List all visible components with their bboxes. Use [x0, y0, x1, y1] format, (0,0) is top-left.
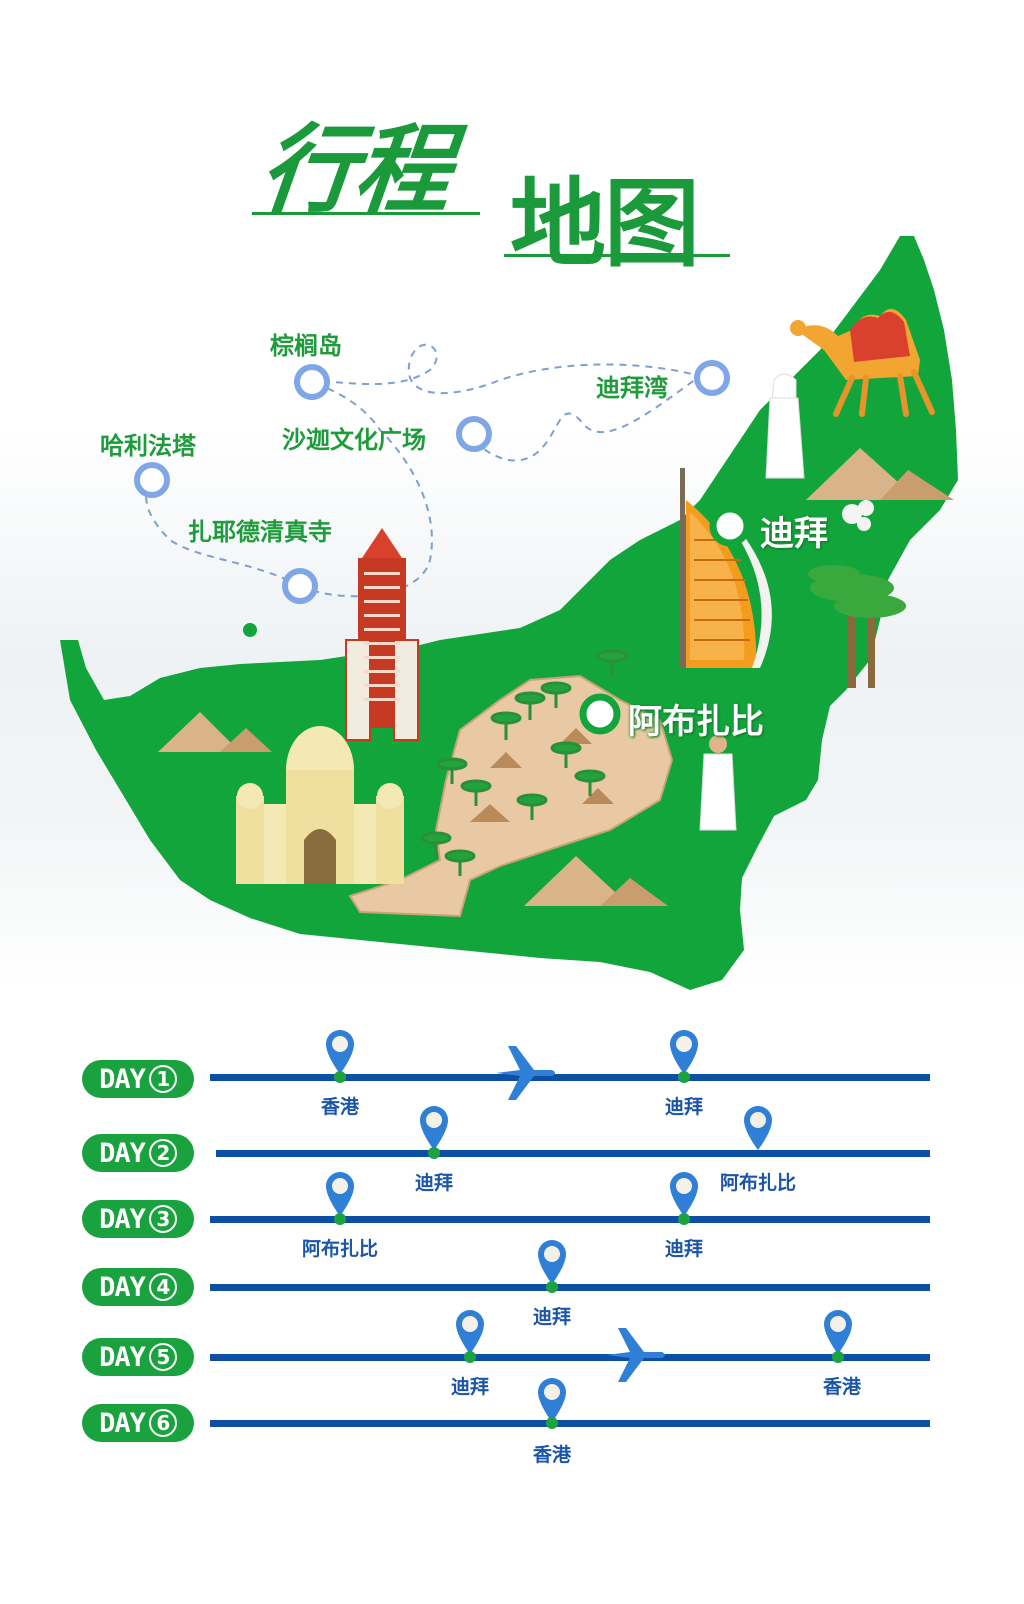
day-badge-4: DAY 4 [82, 1268, 194, 1306]
clouds-dubai [842, 500, 874, 531]
route-line-day-1 [210, 1074, 930, 1081]
title-underline-2 [504, 254, 730, 257]
location-pin-icon [326, 1172, 354, 1216]
burj-al-arab-illustration [680, 468, 772, 668]
day-badge-2: DAY 2 [82, 1134, 194, 1172]
stop-label: 迪拜 [664, 1096, 704, 1118]
route-line-day-2 [216, 1150, 930, 1157]
attraction-label-palm: 棕榈岛 [270, 332, 342, 360]
skyscraper-illustration [345, 528, 419, 741]
day-number: 6 [148, 1409, 177, 1437]
city-label-dubai: 迪拜 [760, 514, 828, 554]
attraction-marker-mosque [282, 568, 318, 604]
tour-route-dashed [145, 343, 701, 598]
attraction-label-burj: 哈利法塔 [100, 432, 196, 460]
stop-dot [546, 1281, 558, 1293]
day-label: DAY [99, 1271, 146, 1303]
man-figure-north [765, 373, 805, 479]
desert-region [348, 674, 674, 918]
stop-label: 阿布扎比 [301, 1238, 379, 1260]
day-label: DAY [99, 1137, 146, 1169]
dunes-north [806, 448, 954, 500]
camel-illustration [790, 308, 935, 417]
route-line-day-3 [210, 1216, 930, 1223]
day-badge-3: DAY 3 [82, 1200, 194, 1238]
stop-label: 阿布扎比 [719, 1172, 797, 1194]
stop-label: 香港 [320, 1096, 360, 1118]
title-underline-1 [252, 212, 480, 215]
day-label: DAY [99, 1341, 146, 1373]
location-pin-icon [326, 1030, 354, 1074]
stop-dot [464, 1351, 476, 1363]
day-number: 1 [148, 1065, 177, 1093]
attraction-marker-creek [694, 360, 730, 396]
day-badge-5: DAY 5 [82, 1338, 194, 1376]
title-part-2: 地图 [510, 167, 700, 280]
route-line-day-4 [210, 1284, 930, 1291]
stop-dot [832, 1351, 844, 1363]
city-marker-abudhabi [579, 693, 621, 735]
location-pin-icon [420, 1106, 448, 1150]
dunes-south [524, 856, 668, 906]
attraction-label-creek: 迪拜湾 [596, 374, 668, 402]
stop-label: 迪拜 [414, 1172, 454, 1194]
attraction-label-sharjah: 沙迦文化广场 [282, 426, 426, 454]
location-pin-icon [824, 1310, 852, 1354]
city-label-abudhabi: 阿布扎比 [628, 702, 764, 742]
desert-palms [420, 649, 628, 876]
uae-map [60, 236, 958, 990]
mosque-illustration [236, 726, 404, 884]
location-pin-icon [538, 1378, 566, 1422]
day-number: 2 [148, 1139, 177, 1167]
dunes-west [158, 712, 272, 752]
day-number: 5 [148, 1343, 177, 1371]
city-marker-dubai [709, 505, 751, 547]
attraction-marker-burj [134, 462, 170, 498]
day-badge-6: DAY 6 [82, 1404, 194, 1442]
man-figure-south [699, 735, 737, 831]
day-number: 4 [148, 1273, 177, 1301]
stop-label: 迪拜 [664, 1238, 704, 1260]
location-pin-icon [538, 1240, 566, 1284]
stop-dot [334, 1213, 346, 1225]
location-pin-icon [744, 1106, 772, 1150]
stop-dot [678, 1213, 690, 1225]
day-label: DAY [99, 1063, 146, 1095]
attraction-marker-palm [294, 364, 330, 400]
day-badge-1: DAY 1 [82, 1060, 194, 1098]
location-pin-icon [456, 1310, 484, 1354]
location-pin-icon [670, 1172, 698, 1216]
stop-dot [428, 1147, 440, 1159]
attraction-marker-sharjah [456, 416, 492, 452]
airplane-icon [606, 1328, 665, 1382]
day-number: 3 [148, 1205, 177, 1233]
location-pin-icon [670, 1030, 698, 1074]
route-line-day-6 [210, 1420, 930, 1427]
stop-label: 香港 [532, 1444, 572, 1466]
route-line-day-5 [210, 1354, 930, 1361]
stop-label: 迪拜 [450, 1376, 490, 1398]
day-label: DAY [99, 1407, 146, 1439]
stop-dot [678, 1071, 690, 1083]
day-label: DAY [99, 1203, 146, 1235]
stop-dot [334, 1071, 346, 1083]
stop-dot [546, 1417, 558, 1429]
palm-trees-illustration [808, 565, 906, 688]
attraction-label-mosque: 扎耶德清真寺 [188, 518, 332, 546]
airplane-icon [496, 1046, 555, 1100]
stop-label: 香港 [822, 1376, 862, 1398]
stop-label: 迪拜 [532, 1306, 572, 1328]
